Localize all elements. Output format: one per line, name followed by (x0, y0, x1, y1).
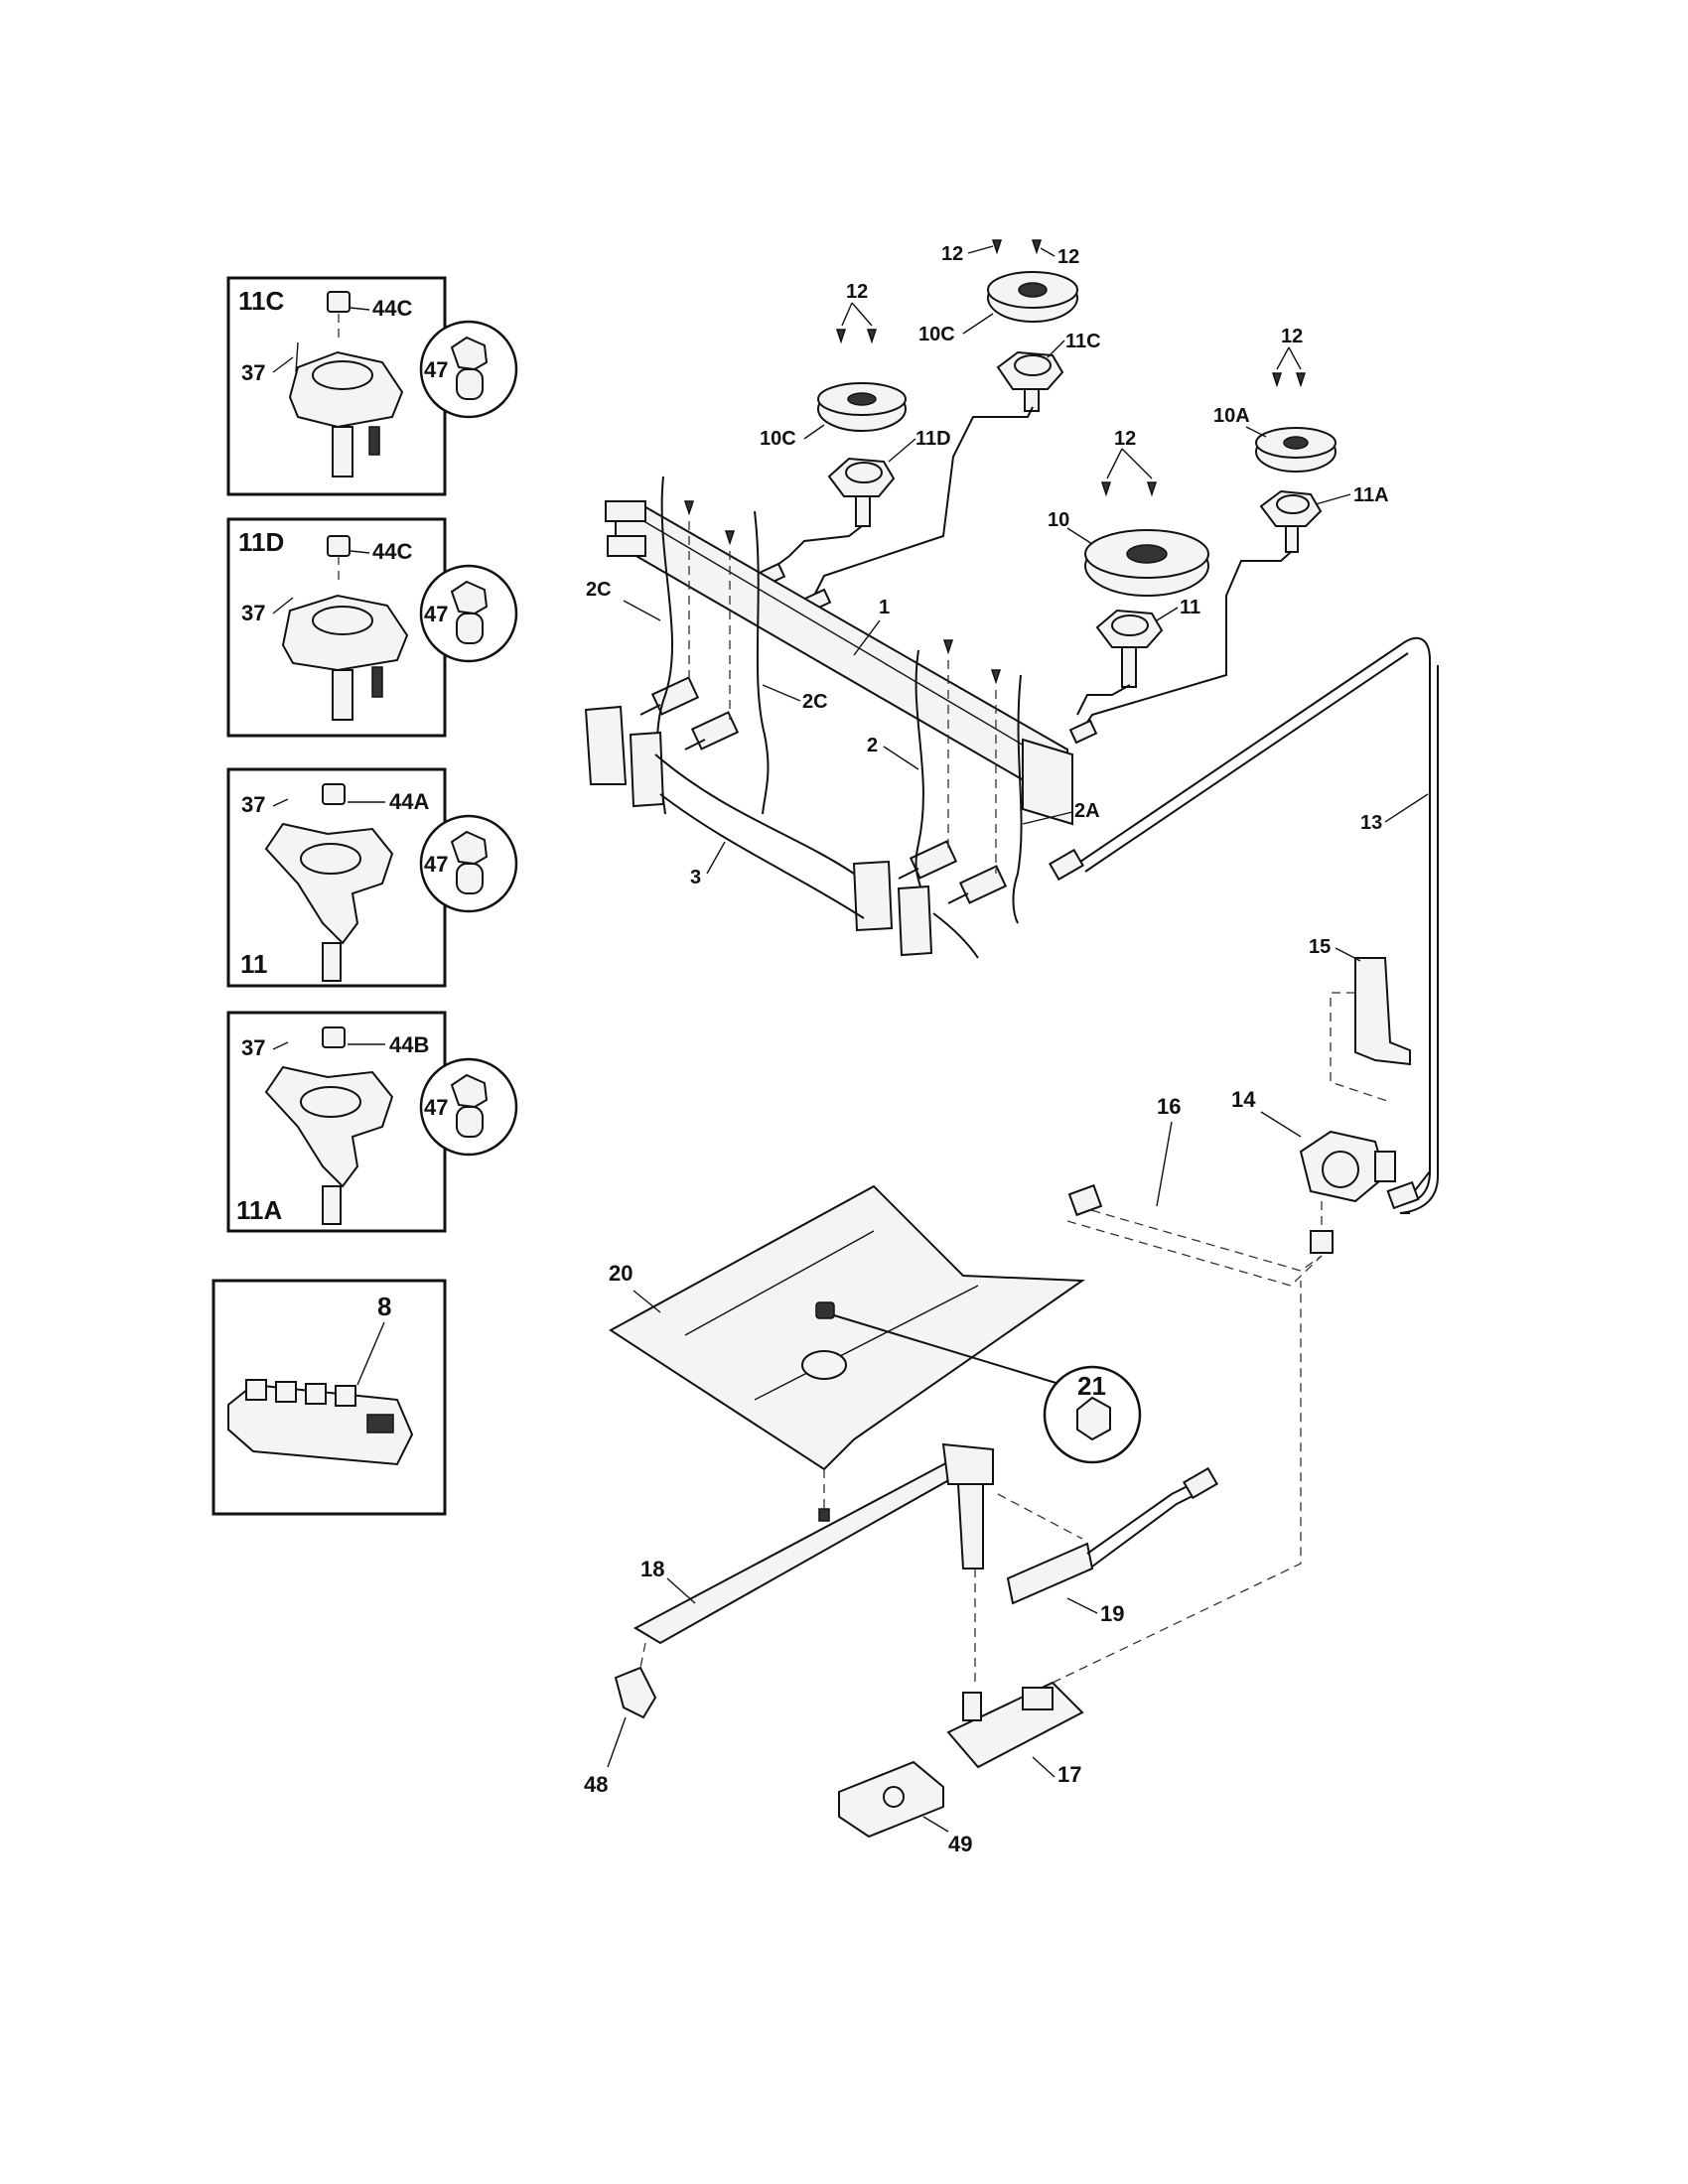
inset-11: 11 44A 37 47 (226, 767, 518, 988)
wire-2c-label: 2C (802, 691, 828, 713)
tube-16-label: 16 (1157, 1094, 1181, 1119)
jet-label: 47 (424, 602, 448, 626)
burner-head-icon (281, 535, 409, 721)
screw-12-label: 12 (1114, 428, 1136, 450)
burner-11a-label: 11A (1353, 484, 1389, 506)
screw-group-12-left: 12 (835, 281, 878, 344)
cap-10c-label: 10C (760, 428, 796, 450)
burner-head-icon (288, 291, 404, 478)
screw-12-label: 12 (846, 281, 868, 303)
screw-group-12-mid: 12 (1100, 428, 1158, 497)
jet-label: 47 (424, 852, 448, 877)
burner-head-11a: 11A (1259, 484, 1389, 553)
jet-label: 47 (424, 357, 448, 382)
gas-tube (1076, 684, 1131, 716)
inset-11a: 11A 44B 37 47 (226, 1011, 518, 1233)
screw-label: 37 (241, 1035, 265, 1060)
inset-8-title: 8 (377, 1292, 391, 1321)
valves (639, 500, 1008, 904)
wire-2c-label: 2C (586, 579, 612, 601)
burner-head-11d: 11D (827, 428, 951, 527)
nut-21: 21 (815, 1301, 1142, 1464)
clip-48-label: 48 (584, 1772, 608, 1797)
valve-17-label: 17 (1057, 1762, 1081, 1787)
bracket-49: 49 (838, 1760, 972, 1856)
burner-11-label: 11 (1180, 597, 1200, 618)
gas-tube (769, 525, 863, 572)
screw-12-label: 12 (1057, 246, 1079, 268)
gas-tube-13-outer (1084, 652, 1439, 1214)
wire-2-label: 2 (867, 735, 878, 756)
inset-11c-title: 11C (238, 286, 284, 316)
igniter-19-label: 19 (1100, 1601, 1124, 1626)
harness-3-label: 3 (690, 867, 701, 888)
regulator-14: 14 (1231, 1087, 1396, 1254)
burner-cap-10c-top: 10C (918, 271, 1078, 345)
screw-group-12-right: 12 (1271, 326, 1307, 388)
screw-label: 37 (241, 601, 265, 625)
baffle-20: 20 (609, 1184, 1086, 1471)
screw-12-label: 12 (941, 243, 963, 265)
burner-18: 18 (633, 1442, 994, 1688)
burner-head-icon (264, 1026, 394, 1225)
regulator-14-label: 14 (1231, 1087, 1256, 1112)
inset-11d: 11D 44C 37 47 (226, 517, 518, 738)
burner-head-11c: 11C (996, 331, 1101, 412)
bracket-15-label: 15 (1309, 936, 1331, 958)
clip-48: 48 (584, 1642, 657, 1797)
igniter-19: 19 (997, 1466, 1218, 1626)
burner-cap-10c-left: 10C (760, 382, 907, 450)
burner-head-11: 11 (1095, 597, 1200, 688)
wire-2a-label: 2A (1074, 800, 1100, 822)
ignition-wire (914, 649, 924, 899)
cap-label: 44C (372, 539, 412, 564)
cap-label: 44B (389, 1032, 429, 1057)
spark-module-icon (227, 1379, 414, 1466)
burner-cap-10: 10 (1048, 509, 1209, 597)
inset-11a-title: 11A (236, 1195, 282, 1225)
jet-label: 47 (424, 1095, 448, 1120)
gas-tube (1081, 551, 1292, 731)
screw-12-label: 12 (1281, 326, 1303, 347)
inset-11c: 11C 44C 37 47 (226, 276, 518, 496)
cap-label: 44A (389, 789, 429, 814)
burner-11d-label: 11D (915, 428, 951, 450)
burner-cap-10a: 10A (1213, 405, 1336, 473)
screw-label: 37 (241, 792, 265, 817)
cap-10a-label: 10A (1213, 405, 1250, 427)
baffle-20-label: 20 (609, 1261, 633, 1286)
bracket-15: 15 (1309, 936, 1411, 1103)
tube-13-label: 13 (1360, 812, 1382, 834)
tube-16: 16 (1066, 1094, 1323, 1287)
inset-11d-title: 11D (238, 527, 284, 557)
screw-group-12-top: 12 12 (941, 239, 1079, 268)
screw-label: 37 (241, 360, 265, 385)
burner-18-label: 18 (640, 1557, 664, 1581)
nut-21-label: 21 (1077, 1371, 1106, 1401)
cap-label: 44C (372, 296, 412, 321)
burner-head-icon (264, 783, 394, 982)
ignition-wire (1012, 674, 1023, 924)
rail-harness-3: 3 (584, 705, 979, 959)
inset-11-title: 11 (240, 949, 268, 979)
burner-11c-label: 11C (1065, 331, 1101, 352)
cap-10c-label: 10C (918, 324, 955, 345)
cap-10-label: 10 (1048, 509, 1069, 531)
manifold-1: 1 (605, 499, 1073, 826)
bracket-49-label: 49 (948, 1832, 972, 1856)
ignition-wire (754, 510, 770, 815)
gas-tube-13 (1076, 636, 1431, 1205)
inset-8: 8 (211, 1279, 447, 1516)
valve-17: 17 (946, 1281, 1302, 1787)
gas-tube (813, 406, 1034, 597)
manifold-1-label: 1 (879, 597, 890, 618)
